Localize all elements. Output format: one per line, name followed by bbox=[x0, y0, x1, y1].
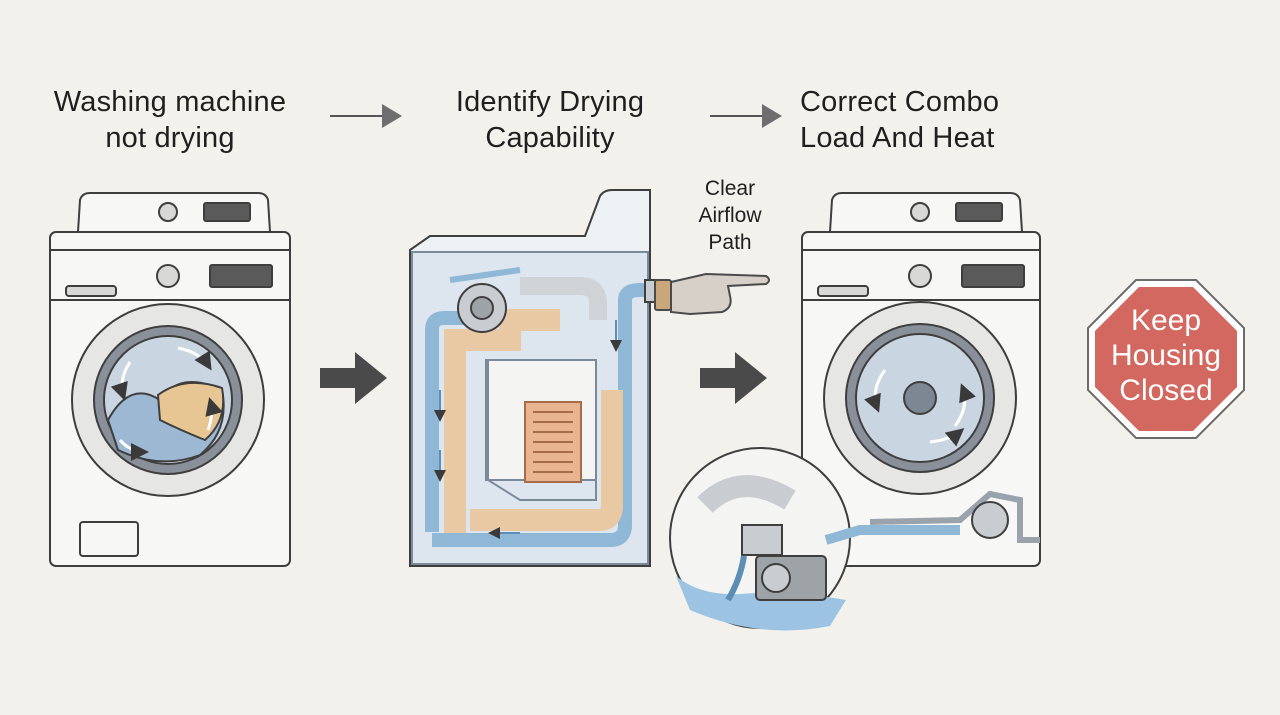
step-1-title: Washing machine not drying bbox=[53, 86, 287, 154]
top-arrow-1-icon bbox=[330, 104, 402, 128]
stop-sign-icon bbox=[1087, 279, 1245, 439]
airflow-arrows-icon bbox=[434, 320, 622, 539]
step-3-title: Correct Combo Load And Heat bbox=[800, 86, 1000, 154]
top-arrow-2-icon bbox=[710, 104, 782, 128]
combo-washer-icon bbox=[801, 192, 1041, 567]
top-load-dryer-cutaway-icon bbox=[409, 189, 668, 567]
drain-pump-icon bbox=[669, 447, 960, 631]
block-arrow-2-icon bbox=[700, 352, 767, 404]
spin-arrows-icon bbox=[110, 346, 223, 461]
step-2-title: Identify Drying Capability bbox=[455, 86, 645, 154]
stop-sign-label: Keep Housing Closed bbox=[1110, 304, 1222, 407]
drum-rotation-icon bbox=[864, 369, 976, 447]
block-arrow-1-icon bbox=[320, 352, 387, 404]
pointing-glove-icon bbox=[654, 272, 770, 316]
airflow-callout-label: Clear Airflow Path bbox=[698, 177, 762, 254]
front-load-washer-icon bbox=[49, 192, 291, 567]
